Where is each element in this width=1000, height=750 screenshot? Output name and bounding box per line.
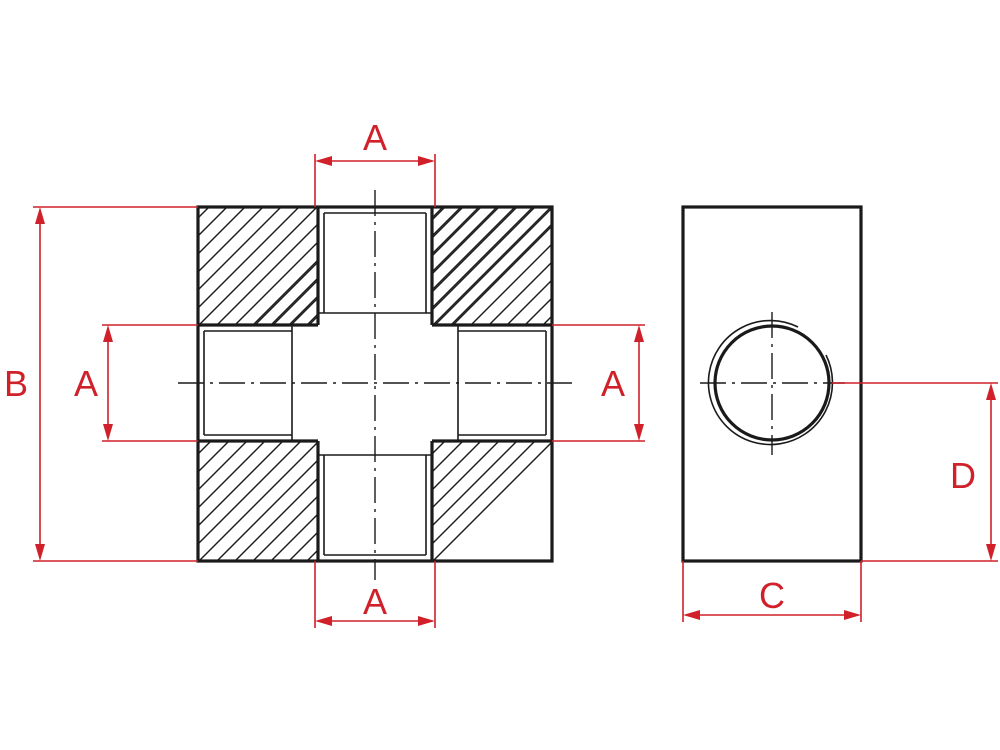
hatch-line	[198, 207, 435, 401]
hatch-line	[198, 207, 552, 561]
hatch-line	[198, 207, 471, 401]
dimension-left-a: A	[74, 324, 198, 442]
horizontal-bore	[198, 323, 552, 443]
hatch-line	[343, 207, 552, 561]
hatch-line	[217, 207, 552, 561]
dimension-label-c: C	[759, 575, 785, 616]
hatch-line	[397, 207, 552, 561]
side-view	[681, 205, 863, 563]
dimension-d: D	[832, 382, 998, 562]
dimension-label-b: B	[4, 363, 28, 404]
hatch-line	[198, 207, 552, 561]
hatch-line	[198, 207, 552, 401]
hatch-line	[198, 207, 525, 401]
hatch-line	[198, 207, 507, 401]
hatch-line	[339, 207, 552, 401]
dimension-label-right-a: A	[601, 363, 625, 404]
hatch-line	[267, 207, 552, 401]
hatch-line	[198, 207, 552, 561]
hatch-line	[213, 207, 552, 401]
dimension-label-d: D	[950, 455, 976, 496]
side-port-thread-arc	[707, 319, 834, 446]
hatch-line	[198, 207, 552, 561]
dimension-right-a: A	[552, 324, 645, 442]
hatch-line	[303, 207, 552, 401]
dimension-c: C	[682, 561, 862, 622]
hatch-line	[198, 207, 381, 401]
hatch-line	[198, 207, 552, 561]
side-body-outline	[681, 205, 863, 563]
hatch-line	[198, 207, 543, 401]
hatch-line	[198, 207, 552, 561]
dimension-label-top-a: A	[363, 117, 387, 158]
hatch-line	[321, 207, 552, 401]
hatch-line	[198, 207, 552, 401]
dimension-label-left-a: A	[74, 363, 98, 404]
hatch-line	[249, 207, 552, 401]
hatch-line	[415, 207, 552, 561]
hatch-line	[375, 207, 552, 401]
hatch-line	[361, 207, 552, 561]
front-section-view	[178, 190, 572, 580]
hatch-line	[198, 207, 552, 561]
hatch-line	[307, 207, 552, 561]
dimension-b: B	[4, 206, 198, 562]
dimension-top-a: A	[314, 117, 436, 207]
hatch-line	[198, 207, 552, 401]
bottom-port-bore	[316, 441, 434, 561]
dimension-bottom-a: A	[314, 561, 436, 628]
body-outline	[196, 205, 554, 563]
right-port-thread	[457, 325, 547, 441]
hatch-line	[235, 207, 552, 561]
hatch-line	[198, 207, 552, 561]
hatch-line	[199, 207, 552, 561]
bottom-port-thread	[318, 454, 432, 556]
hatch-line	[325, 207, 552, 561]
hatch-line	[433, 207, 552, 561]
hatch-line	[379, 207, 552, 561]
dimension-label-bottom-a: A	[363, 581, 387, 622]
dimensions: A A A A B	[4, 117, 998, 628]
hatch-line	[289, 207, 552, 561]
hatch-line	[198, 207, 417, 401]
hatch-line	[198, 207, 489, 401]
top-port-bore	[316, 207, 434, 325]
hatch-line	[357, 207, 552, 401]
hatch-line	[285, 207, 552, 401]
hatch-line	[253, 207, 552, 561]
section-hatching	[198, 207, 552, 561]
